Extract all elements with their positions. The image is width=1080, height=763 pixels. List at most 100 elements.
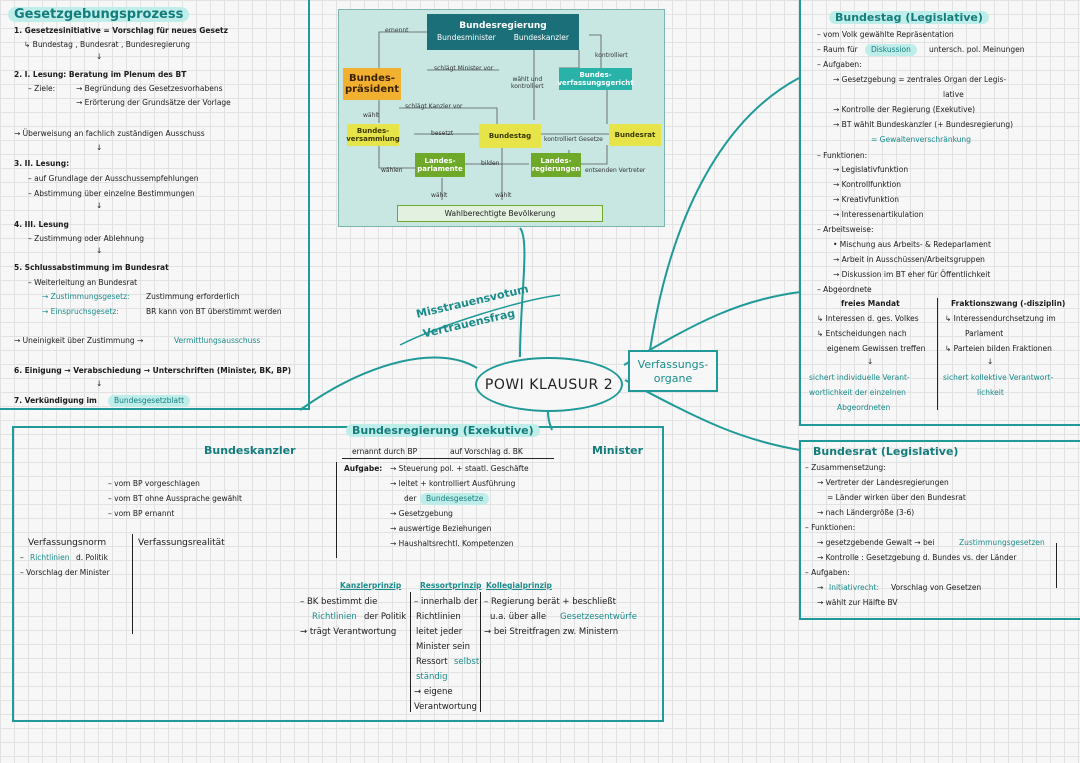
label-waehlt-kontrolliert: wählt und kontrolliert: [511, 76, 544, 90]
p2-line-7: Verantwortung: [414, 702, 477, 712]
verfassungsnorm: Verfassungsnorm: [28, 538, 107, 548]
p3-line-2: u.a. über alle: [490, 612, 547, 622]
step-5-a: – Weiterleitung an Bundesrat: [28, 278, 138, 287]
bt-line-2a: – Raum für: [817, 45, 858, 54]
label-waehlt-bt: wählt: [495, 192, 512, 199]
zwang-2: Parlament: [965, 329, 1004, 338]
norm-divider: [132, 534, 133, 634]
sichert-kollektiv-2: lichkeit: [977, 388, 1004, 397]
bt-aufgabe-3: → BT wählt Bundeskanzler (+ Bundesregier…: [833, 120, 1014, 129]
p1-line-1: – BK bestimmt die: [300, 597, 378, 607]
arrow-down-icon: ↓: [867, 357, 874, 366]
bt-funktion-4: → Interessenartikulation: [833, 210, 924, 219]
step-3-b: – Abstimmung über einzelne Bestimmungen: [28, 189, 195, 198]
step-2-ueberweisung: → Überweisung an fachlich zuständigen Au…: [14, 129, 205, 138]
mandat-1: ↳ Interessen d. ges. Volkes: [817, 314, 919, 323]
kanzlerprinzip: Kanzlerprinzip: [340, 581, 402, 590]
node-bverfg: Bundes- verfassungsgericht: [557, 68, 634, 90]
label-entsenden: entsenden Vertreter: [585, 167, 646, 174]
aufgabe-bracket: [336, 462, 337, 558]
bracket-line: [1056, 543, 1057, 588]
bt-aufgabe-2: → Kontrolle der Regierung (Exekutive): [833, 105, 976, 114]
mandat-3: eigenem Gewissen treffen: [827, 344, 926, 353]
gesetzgebung-box: Gesetzgebungsprozess 1. Gesetzesinitiati…: [0, 0, 310, 410]
arrow-down-icon: ↓: [96, 201, 103, 210]
vermittlungsausschuss: Vermittlungsausschuss: [174, 336, 261, 345]
bt-arbeit-2: → Arbeit in Ausschüssen/Arbeitsgruppen: [833, 255, 985, 264]
sichert-individuell-3: Abgeordneten: [837, 403, 891, 412]
bundeskanzler-label: Bundeskanzler: [513, 33, 569, 42]
label-kontrolliert-gesetze: kontrolliert Gesetze: [544, 136, 603, 143]
br-a-1c: Vorschlag von Gesetzen: [891, 583, 982, 592]
label-besetzt: besetzt: [431, 130, 454, 137]
p2-selbststaendig-1: selbst-: [454, 657, 483, 667]
bk-line-3: – vom BP ernannt: [108, 509, 175, 518]
aufgabe-3a: der: [404, 494, 417, 503]
arrow-down-icon: ↓: [96, 246, 103, 255]
aufgabe-5: → auswertige Beziehungen: [390, 524, 492, 533]
divider: [937, 298, 938, 410]
bt-funktionen: – Funktionen:: [817, 151, 868, 160]
aufgabe-4: → Gesetzgebung: [390, 509, 453, 518]
norm-richtlinien: Richtlinien: [30, 553, 70, 562]
p2-line-3: leitet jeder: [416, 627, 463, 637]
mandat-2: ↳ Entscheidungen nach: [817, 329, 907, 338]
step-2-ziel-2: → Erörterung der Grundsätze der Vorlage: [76, 98, 231, 107]
node-bundestag: Bundestag: [479, 124, 541, 148]
step-4: 4. III. Lesung: [14, 220, 69, 229]
label-kontrolliert: kontrolliert: [595, 52, 628, 59]
step-1: 1. Gesetzesinitiative = Vorschlag für ne…: [14, 26, 228, 35]
br-f-2: → Kontrolle : Gesetzgebung d. Bundes vs.…: [817, 553, 1017, 562]
step-1-detail: ↳ Bundestag , Bundesrat , Bundesregierun…: [24, 40, 191, 49]
node-landesregierungen: Landes- regierungen: [531, 153, 581, 177]
norm-1a: –: [20, 553, 24, 562]
kollegialprinzip: Kollegialprinzip: [486, 581, 552, 590]
br-initiativrecht: Initiativrecht:: [829, 583, 880, 592]
p2-line-6: → eigene: [414, 687, 453, 697]
step-2: 2. I. Lesung: Beratung im Plenum des BT: [14, 70, 187, 79]
node-bundesversammlung: Bundes- versammlung: [346, 124, 400, 146]
bundesregierung-box: Bundesregierung (Exekutive) Bundeskanzle…: [12, 424, 664, 722]
label-waehlt-lp: wählt: [431, 192, 448, 199]
label-waehlen: wählen: [381, 167, 403, 174]
ressortprinzip: Ressortprinzip: [420, 581, 482, 590]
einspruchsgesetz-text: BR kann von BT überstimmt werden: [146, 307, 282, 316]
label-schlaegt-minister: schlägt Minister vor: [434, 65, 494, 72]
p2-line-1: – innerhalb der: [414, 597, 478, 607]
br-a-1a: →: [817, 583, 824, 592]
bundesregierung-title: Bundesregierung (Exekutive): [346, 424, 540, 437]
zwang-3: ↳ Parteien bilden Fraktionen: [945, 344, 1052, 353]
diagram-arrows: [378, 31, 609, 200]
minister-heading: Minister: [592, 444, 644, 457]
arrow-down-icon: ↓: [987, 357, 994, 366]
p1-line-2: der Politik: [364, 612, 407, 622]
bundeskanzler-heading: Bundeskanzler: [204, 444, 296, 457]
arrow-down-icon: ↓: [96, 379, 103, 388]
verfassungsorgane-diagram: Bundesregierung Bundesminister Bundeskan…: [338, 9, 665, 227]
sichert-kollektiv-1: sichert kollektive Verantwort-: [943, 373, 1054, 382]
bt-aufgabe-1: → Gesetzgebung = zentrales Organ der Leg…: [833, 75, 1007, 84]
center-title-oval: POWI KLAUSUR 2: [475, 357, 623, 412]
p2-line-2: Richtlinien: [416, 612, 461, 622]
p3-line-3: → bei Streitfragen zw. Ministern: [484, 627, 619, 637]
norm-2: – Vorschlag der Minister: [20, 568, 110, 577]
br-z-3: → nach Ländergröße (3-6): [817, 508, 915, 517]
uneinigkeit: → Uneinigkeit über Zustimmung →: [14, 336, 144, 345]
step-7: 7. Verkündigung im: [14, 396, 97, 405]
p2-selbststaendig-2: ständig: [416, 672, 448, 682]
bt-aufgaben: – Aufgaben:: [817, 60, 862, 69]
aufgabe-2: → leitet + kontrolliert Ausführung: [390, 479, 516, 488]
br-z-2: = Länder wirken über den Bundesrat: [827, 493, 966, 502]
verfassungsrealitaet: Verfassungsrealität: [138, 538, 225, 548]
br-aufgaben: – Aufgaben:: [805, 568, 850, 577]
bt-arbeit-3: → Diskussion im BT eher für Öffentlichke…: [833, 270, 991, 279]
bt-arbeitsweise: – Arbeitsweise:: [817, 225, 874, 234]
sichert-individuell-2: wortlichkeit der einzelnen: [809, 388, 906, 397]
p2-line-5: Ressort: [416, 657, 448, 667]
gesetzgebung-title: Gesetzgebungsprozess: [8, 7, 190, 22]
node-bundespraesident: Bundes- präsident: [343, 68, 401, 100]
bundesregierung-label: Bundesregierung: [459, 21, 547, 31]
label-waehlt-bp: wählt: [363, 112, 380, 119]
norm-1c: d. Politik: [76, 553, 108, 562]
step-5: 5. Schlussabstimmung im Bundesrat: [14, 263, 169, 272]
